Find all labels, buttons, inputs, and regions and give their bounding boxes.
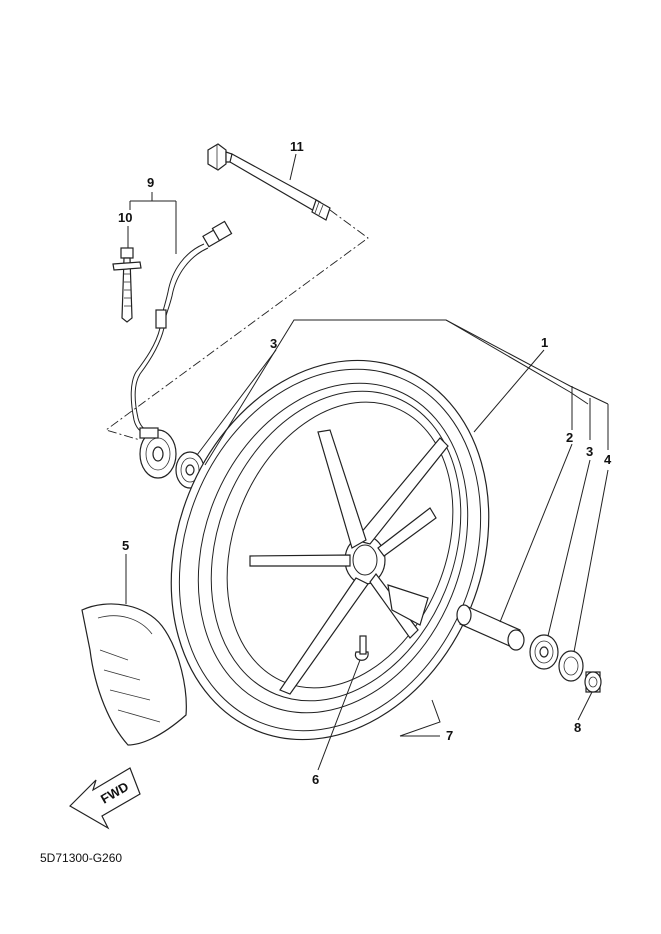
tire-section[interactable] (81, 603, 187, 746)
label-3-left: 3 (270, 336, 277, 351)
label-10: 10 (118, 210, 132, 225)
label-11: 11 (290, 139, 304, 154)
oil-seal[interactable] (558, 650, 584, 682)
cable-tie[interactable] (112, 247, 142, 323)
part-labels: 11 9 10 3 1 2 3 4 5 6 7 8 (118, 139, 612, 787)
label-7: 7 (446, 728, 453, 743)
wheel-collar[interactable] (456, 604, 525, 651)
fwd-arrow: FWD (69, 767, 141, 830)
assembly-centerline (104, 209, 369, 441)
axle[interactable] (207, 143, 331, 221)
label-1: 1 (541, 335, 548, 350)
speed-sensor-lead[interactable] (130, 220, 233, 435)
label-4: 4 (604, 452, 612, 467)
label-8: 8 (574, 720, 581, 735)
label-9: 9 (147, 175, 154, 190)
label-3-right: 3 (586, 444, 593, 459)
collar[interactable] (584, 671, 602, 693)
leader-lines (125, 153, 609, 771)
front-wheel[interactable] (116, 312, 544, 787)
bearing-right[interactable] (529, 634, 559, 670)
label-5: 5 (122, 538, 129, 553)
speed-sensor-housing[interactable] (139, 427, 177, 479)
label-2: 2 (566, 430, 573, 445)
diagram-code: 5D71300-G260 (40, 851, 122, 865)
label-6: 6 (312, 772, 319, 787)
